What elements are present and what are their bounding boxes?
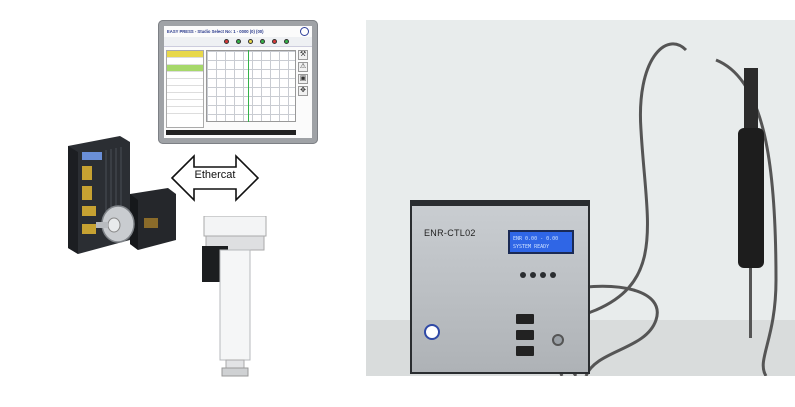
connector-port (516, 346, 534, 356)
brand-logo-icon (424, 324, 440, 340)
list-item (167, 72, 203, 79)
hmi-screen-title: EASY PRESS - Studio Select No: 1 - 0000 … (167, 29, 264, 34)
list-item (167, 58, 203, 65)
controller-lcd: ENR 0.00 - 0.00 SYSTEM READY (508, 230, 574, 254)
status-led-icon (260, 39, 265, 44)
hmi-graph-line (248, 50, 249, 122)
list-item (167, 79, 203, 86)
bidirectional-arrow-icon (170, 154, 260, 202)
list-item (167, 93, 203, 100)
connector-port (516, 314, 534, 324)
hmi-footer-bar (166, 130, 296, 135)
lcd-line: ENR 0.00 - 0.00 (513, 236, 559, 242)
nutrunner-body (738, 128, 764, 268)
hmi-step-list (166, 50, 204, 128)
list-item (167, 51, 203, 58)
nutrunner-head (744, 68, 758, 128)
status-led-icon (248, 39, 253, 44)
hmi-graph-grid (206, 50, 296, 122)
list-item (167, 65, 203, 72)
controller-button[interactable] (530, 272, 536, 278)
list-item (167, 100, 203, 107)
controller-model-label: ENR-CTL02 (424, 228, 476, 238)
wrench-icon: ⚒ (298, 50, 308, 60)
servo-motor-image (96, 188, 176, 250)
status-led-icon (236, 39, 241, 44)
warning-icon: ⚠ (298, 62, 308, 72)
servo-press-image (202, 216, 267, 377)
status-led-icon (224, 39, 229, 44)
hmi-screen: EASY PRESS - Studio Select No: 1 - 0000 … (164, 26, 312, 138)
connector-port (516, 330, 534, 340)
lcd-line: SYSTEM READY (513, 244, 550, 250)
controller-photo: ENR-CTL02 ENR 0.00 - 0.00 SYSTEM READY (366, 20, 795, 376)
nutrunner-bit (749, 268, 752, 338)
controller-button[interactable] (550, 272, 556, 278)
ethercat-label: Ethercat (194, 169, 236, 181)
status-led-icon (284, 39, 289, 44)
move-icon: ✥ (298, 86, 308, 96)
list-item (167, 107, 203, 114)
list-item (167, 86, 203, 93)
controller-box: ENR-CTL02 ENR 0.00 - 0.00 SYSTEM READY (410, 204, 590, 374)
status-led-icon (272, 39, 277, 44)
hmi-toolbar: ⚒ ⚠ ▣ ✥ (298, 50, 310, 128)
controller-button[interactable] (520, 272, 526, 278)
controller-button[interactable] (540, 272, 546, 278)
round-connector (552, 334, 564, 346)
hmi-monitor: EASY PRESS - Studio Select No: 1 - 0000 … (158, 20, 318, 144)
save-icon: ▣ (298, 74, 308, 84)
hmi-logo-icon (300, 27, 309, 36)
